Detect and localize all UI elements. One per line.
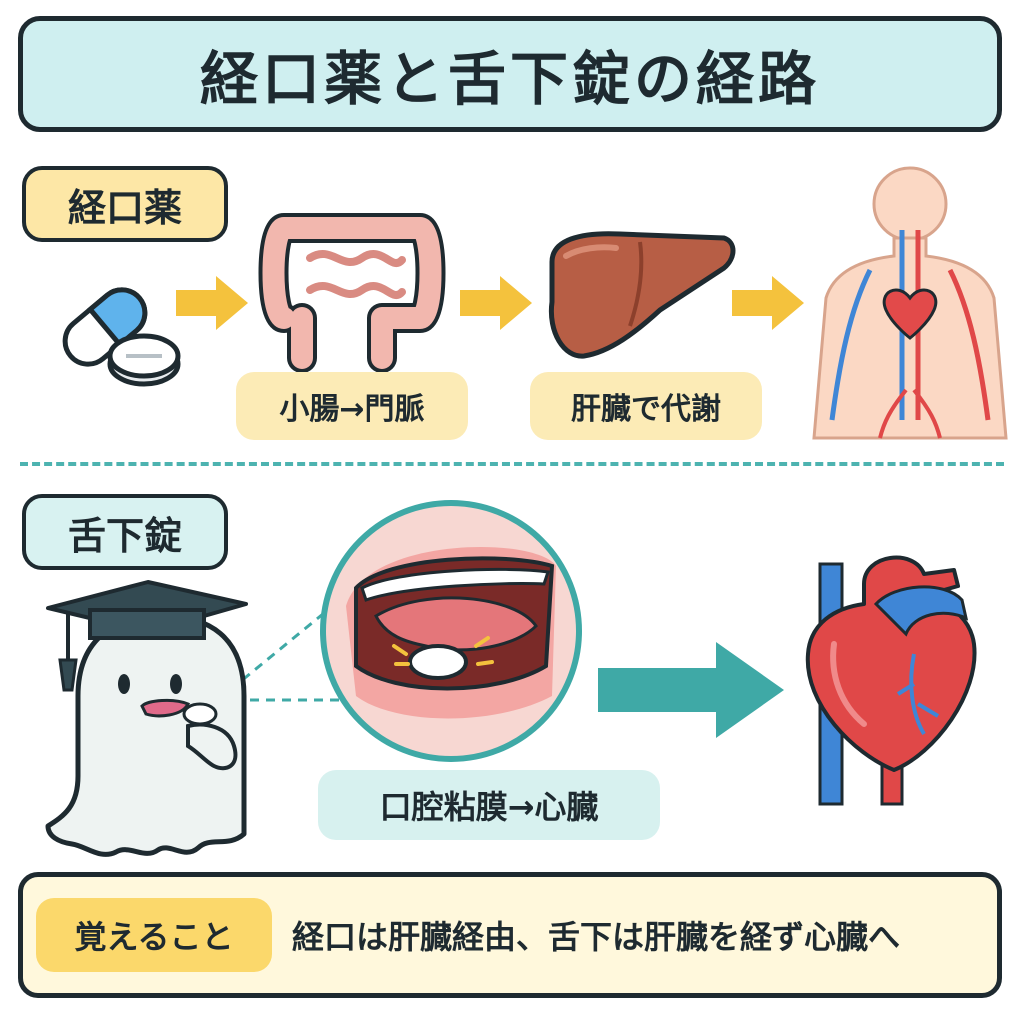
heart-icon [805, 555, 977, 806]
liver-icon [548, 231, 736, 359]
label-oral-mucosa-heart: 口腔粘膜→心臓 [318, 770, 660, 840]
page-title: 経口薬と舌下錠の経路 [199, 45, 820, 113]
section-label-sublingual: 舌下錠 [22, 494, 228, 570]
body-circulation-icon [812, 166, 1008, 440]
label-intestine-portal: 小腸→門脈 [236, 372, 468, 440]
ghost-graduate-icon [45, 580, 248, 857]
title-banner: 経口薬と舌下錠の経路 [18, 16, 1002, 132]
summary-tag: 覚えること [36, 898, 272, 972]
arrow-right-icon [732, 276, 804, 330]
arrow-right-icon [176, 276, 248, 330]
tablet-icon [107, 333, 181, 387]
summary-text: 経口は肝臓経由、舌下は肝臓を経ず心臓へ [292, 918, 901, 956]
label-liver-metabolism: 肝臓で代謝 [530, 372, 762, 440]
capsule-icon [62, 287, 148, 367]
intestine-icon [258, 213, 446, 373]
arrow-right-icon [460, 276, 532, 330]
arrow-right-icon [598, 642, 784, 738]
mouth-closeup-icon [320, 500, 582, 762]
section-label-oral: 経口薬 [22, 166, 228, 242]
section-divider [20, 462, 1004, 466]
